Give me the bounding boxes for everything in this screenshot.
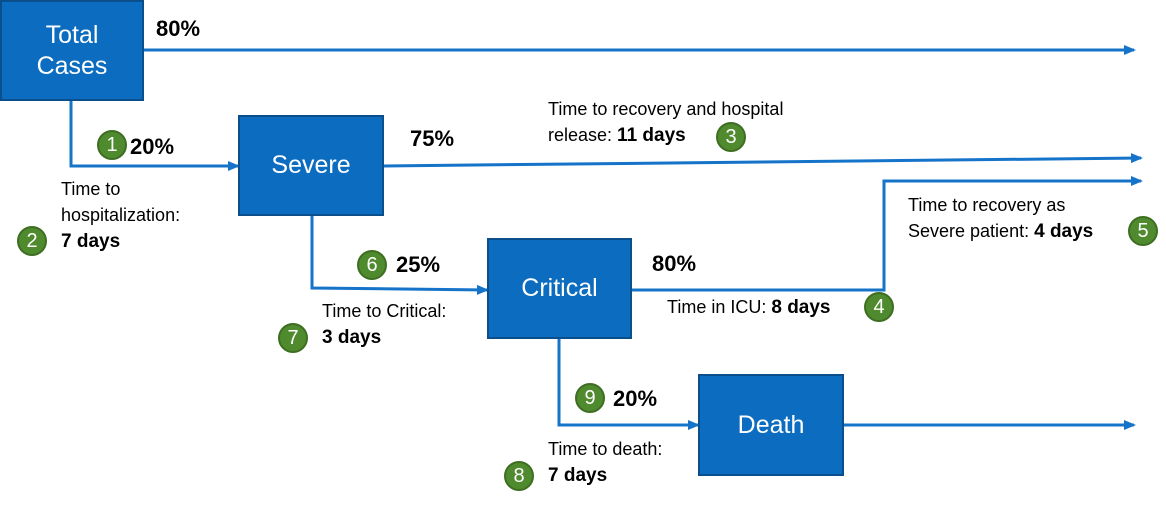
pct-critical-to-severe: 80% — [652, 251, 697, 276]
node-critical: Critical — [487, 238, 632, 339]
arrow-total-to-severe — [69, 100, 240, 171]
note-icu-prefix: Time in ICU: — [667, 297, 772, 317]
note-time-to-death: Time to death: 7 days — [548, 436, 662, 489]
arrow-severe-to-critical — [310, 215, 489, 295]
arrow-critical-to-death — [557, 338, 700, 430]
note-hospital-release-value: 11 days — [617, 125, 686, 146]
step-badge-4: 4 — [864, 292, 894, 322]
step-badge-8: 8 — [504, 461, 534, 491]
pct-total-recover: 80% — [156, 16, 201, 41]
note-time-to-death-label: Time to death: — [548, 439, 663, 459]
step-badge-6: 6 — [357, 250, 387, 280]
note-time-to-critical: Time to Critical: 3 days — [322, 298, 446, 351]
note-severe-recovery-value: 4 days — [1034, 221, 1094, 242]
pct-severe-to-critical: 25% — [396, 252, 441, 277]
step-badge-9: 9 — [575, 383, 605, 413]
pct-severe-recover: 75% — [410, 126, 455, 151]
node-total-cases-label: Total Cases — [36, 20, 108, 80]
node-severe: Severe — [238, 115, 384, 216]
pct-total-to-severe: 20% — [130, 134, 175, 159]
note-severe-recovery: Time to recovery as Severe patient: 4 da… — [908, 192, 1093, 245]
node-severe-label: Severe — [271, 151, 351, 179]
step-badge-7: 7 — [278, 323, 308, 353]
node-death-label: Death — [737, 410, 805, 439]
note-time-to-critical-label: Time to Critical: — [322, 301, 447, 321]
note-severe-recovery-line1: Time to recovery as — [908, 195, 1066, 215]
arrow-severe-recover — [382, 153, 1143, 168]
note-icu-value: 8 days — [771, 297, 831, 318]
note-severe-recovery-prefix: Severe patient: — [908, 221, 1035, 241]
note-time-to-death-value: 7 days — [548, 465, 608, 486]
note-time-to-critical-value: 3 days — [322, 327, 382, 348]
node-death: Death — [698, 374, 844, 476]
node-total-cases: Total Cases — [0, 0, 144, 101]
step-badge-3: 3 — [716, 122, 746, 152]
note-hospital-release-prefix: release: — [548, 125, 618, 145]
note-hospitalization-value: 7 days — [61, 231, 121, 252]
pct-critical-to-death: 20% — [613, 386, 658, 411]
step-badge-5: 5 — [1128, 216, 1158, 246]
note-hospitalization-label: Time to hospitalization: — [61, 179, 181, 225]
note-hospital-release: Time to recovery and hospital release: 1… — [548, 96, 783, 149]
note-hospitalization: Time to hospitalization: 7 days — [61, 176, 180, 255]
note-hospital-release-line1: Time to recovery and hospital — [548, 99, 784, 119]
node-critical-label: Critical — [521, 274, 598, 302]
step-badge-1: 1 — [97, 130, 127, 160]
note-icu: Time in ICU: 8 days — [667, 294, 831, 321]
arrow-critical-to-severe — [630, 176, 1143, 292]
step-badge-2: 2 — [17, 226, 47, 256]
